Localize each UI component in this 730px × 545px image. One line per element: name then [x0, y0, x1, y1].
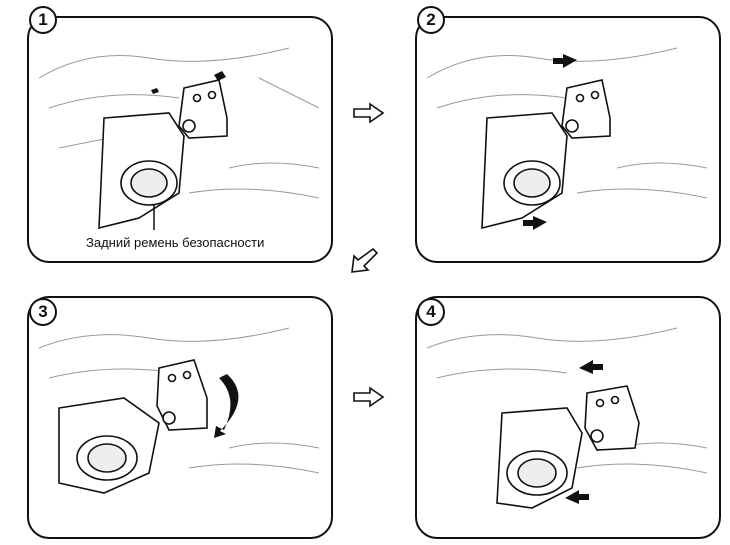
retractor-install-illustration: [426, 327, 708, 509]
step-3-badge: 3: [29, 298, 57, 326]
arrow-icon: [565, 490, 589, 504]
next-arrow-icon: [353, 102, 385, 124]
arrow-icon: [523, 216, 547, 230]
step-2-panel: [415, 16, 721, 263]
step-4-panel: [415, 296, 721, 539]
step-2-badge: 2: [417, 6, 445, 34]
next-arrow-icon: [353, 386, 385, 408]
seatbelt-caption: Задний ремень безопасности: [86, 235, 265, 250]
retractor-rotate-illustration: [38, 327, 320, 494]
rotate-arrow-icon: [214, 374, 239, 438]
seatbelt-retractor-illustration: [38, 47, 320, 230]
step-1-panel: Задний ремень безопасности: [27, 16, 333, 263]
step-1-badge: 1: [29, 6, 57, 34]
step-4-badge: 4: [417, 298, 445, 326]
retractor-removal-illustration: [426, 47, 708, 230]
next-arrow-icon: [351, 247, 379, 273]
step-3-panel: [27, 296, 333, 539]
arrow-icon: [553, 54, 577, 68]
arrow-icon: [579, 360, 603, 374]
